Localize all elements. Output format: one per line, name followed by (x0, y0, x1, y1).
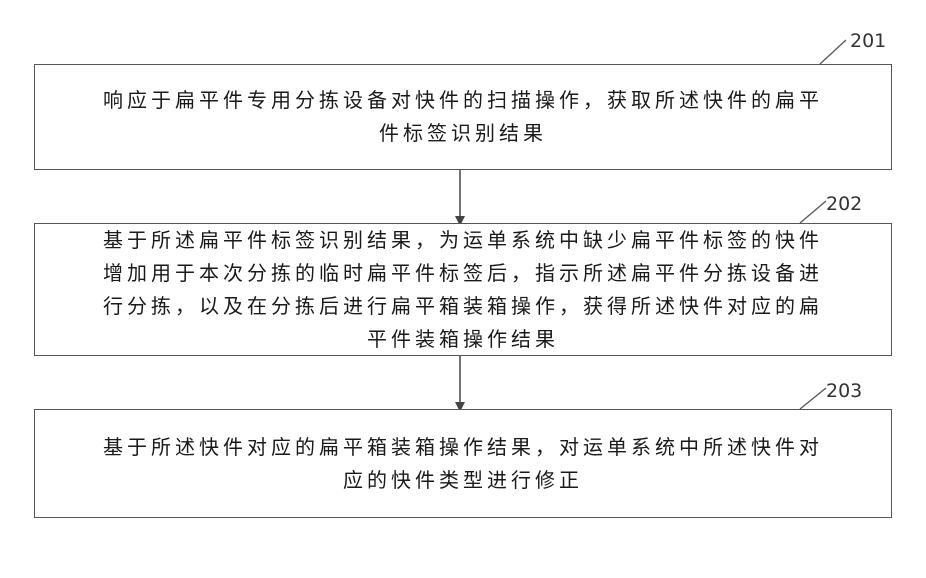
leader-line-202 (800, 201, 826, 223)
step-text-203: 基于所述快件对应的扁平箱装箱操作结果，对运单系统中所述快件对 应的快件类型进行修… (89, 431, 837, 497)
step-box-203: 基于所述快件对应的扁平箱装箱操作结果，对运单系统中所述快件对 应的快件类型进行修… (34, 409, 892, 518)
step-text-201: 响应于扁平件专用分拣设备对快件的扫描操作，获取所述快件的扁平 件标签识别结果 (89, 84, 837, 150)
leader-line-203 (800, 388, 826, 409)
step-number-202: 202 (826, 193, 862, 215)
step-number-203: 203 (826, 380, 862, 402)
step-box-202: 基于所述扁平件标签识别结果，为运单系统中缺少扁平件标签的快件 增加用于本次分拣的… (34, 223, 892, 356)
step-text-202: 基于所述扁平件标签识别结果，为运单系统中缺少扁平件标签的快件 增加用于本次分拣的… (89, 224, 837, 356)
step-number-201: 201 (850, 30, 886, 52)
leader-line-201 (820, 40, 846, 64)
step-box-201: 响应于扁平件专用分拣设备对快件的扫描操作，获取所述快件的扁平 件标签识别结果 (34, 64, 892, 170)
